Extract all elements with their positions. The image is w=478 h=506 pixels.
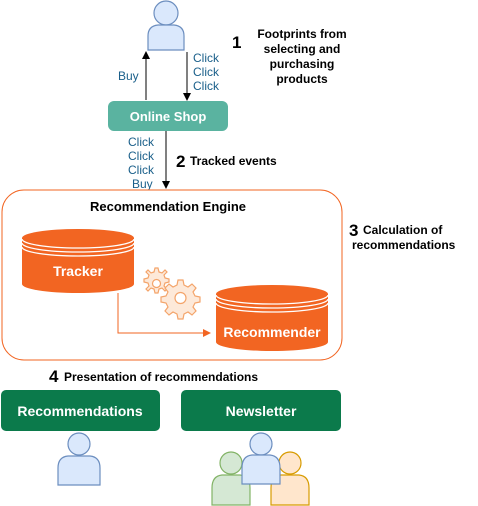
step-3-number: 3 (349, 221, 358, 240)
step-1-line-3: purchasing (270, 57, 335, 71)
newsletter-box: Newsletter (181, 390, 341, 431)
green-user-icon (211, 451, 251, 506)
step-1-line-4: products (276, 72, 328, 86)
buy-label: Buy (118, 69, 139, 83)
event-click-label-3: Click (128, 163, 155, 177)
step-4-number: 4 (49, 367, 59, 386)
online-shop-box: Online Shop (108, 101, 228, 131)
event-click-label-1: Click (128, 135, 155, 149)
blue-user-icon (241, 432, 281, 485)
recipient-user-icon (57, 432, 101, 486)
subscriber-group-icon (211, 432, 310, 506)
event-click-label-2: Click (128, 149, 155, 163)
recommendations-box: Recommendations (1, 390, 160, 431)
tracker-label: Tracker (53, 263, 103, 279)
step-3-line-1: Calculation of (363, 223, 443, 237)
event-buy-label: Buy (132, 177, 153, 191)
gears-icon (143, 267, 201, 320)
step-1-line-2: selecting and (264, 42, 341, 56)
tracker-database: Tracker (21, 229, 135, 293)
tracker-to-recommender-arrow (117, 293, 211, 337)
step-2-number: 2 (176, 152, 185, 171)
step-1-number: 1 (232, 33, 241, 52)
click-label-2: Click (193, 65, 220, 79)
online-shop-label: Online Shop (130, 109, 207, 124)
recommendations-label: Recommendations (17, 403, 142, 419)
recommender-database: Recommender (215, 285, 329, 351)
step-1-line-1: Footprints from (257, 27, 346, 41)
click-label-1: Click (193, 51, 220, 65)
click-label-3: Click (193, 79, 220, 93)
recommender-label: Recommender (223, 324, 321, 340)
newsletter-label: Newsletter (226, 403, 297, 419)
engine-title: Recommendation Engine (90, 199, 246, 214)
user-icon (147, 0, 185, 51)
step-2-text: Tracked events (190, 154, 277, 168)
step-3-line-2: recommendations (352, 238, 456, 252)
step-4-text: Presentation of recommendations (64, 370, 258, 384)
